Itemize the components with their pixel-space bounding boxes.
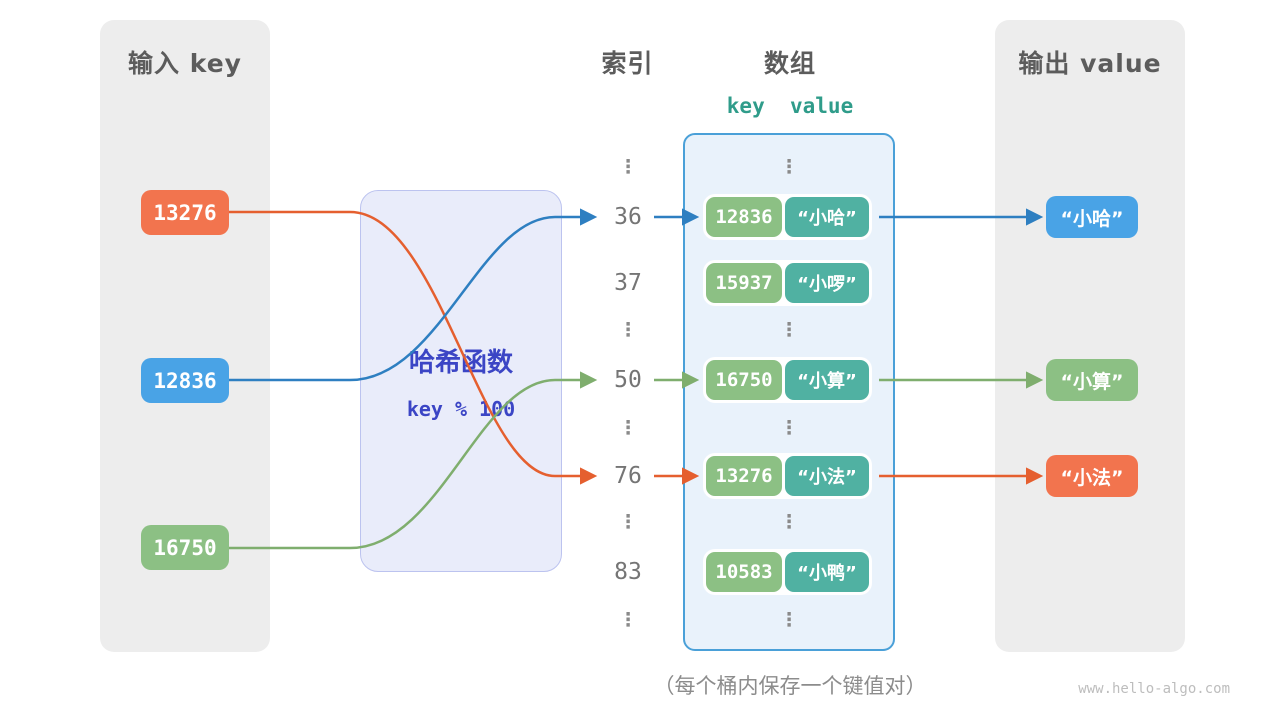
pair-value: “小啰” (785, 263, 869, 303)
input-key-title: 输入 key (128, 49, 242, 78)
output-value-panel (995, 20, 1185, 652)
index-dots: ⋮ (618, 319, 638, 341)
hash-function-title: 哈希函数 (408, 347, 513, 378)
array-dots: ⋮ (779, 156, 799, 178)
output-value-title: 输出 value (1018, 49, 1162, 78)
pair-key: 13276 (706, 456, 782, 496)
pair-key: 15937 (706, 263, 782, 303)
index-label-76: 76 (614, 463, 642, 489)
array-dots: ⋮ (779, 609, 799, 631)
bucket-pair-15937: 15937 “小啰” (703, 260, 872, 306)
output-value-badge-xiaosuan: “小算” (1046, 359, 1138, 401)
pair-key: 16750 (706, 360, 782, 400)
watermark: www.hello-algo.com (1078, 681, 1230, 697)
pair-key: 12836 (706, 197, 782, 237)
array-dots: ⋮ (779, 511, 799, 533)
pair-key: 10583 (706, 552, 782, 592)
input-key-badge-16750: 16750 (141, 525, 229, 570)
index-dots: ⋮ (618, 417, 638, 439)
hash-function-formula: key % 100 (406, 396, 516, 421)
array-column-title: 数组 (763, 49, 816, 78)
index-label-83: 83 (614, 559, 642, 585)
index-dots: ⋮ (618, 511, 638, 533)
pair-value: “小鸭” (785, 552, 869, 592)
bucket-pair-12836: 12836 “小哈” (703, 194, 872, 240)
output-value-badge-xiaoha: “小哈” (1046, 196, 1138, 238)
bucket-pair-10583: 10583 “小鸭” (703, 549, 872, 595)
index-dots: ⋮ (618, 609, 638, 631)
index-label-36: 36 (614, 204, 642, 230)
array-dots: ⋮ (779, 417, 799, 439)
hash-function-box: 哈希函数 key % 100 (360, 190, 562, 572)
pair-value: “小哈” (785, 197, 869, 237)
bucket-pair-13276: 13276 “小法” (703, 453, 872, 499)
caption: （每个桶内保存一个键值对） (653, 674, 927, 698)
output-value-badge-xiaofa: “小法” (1046, 455, 1138, 497)
array-dots: ⋮ (779, 319, 799, 341)
array-key-value-subtitle: key value (726, 94, 854, 118)
input-key-badge-13276: 13276 (141, 190, 229, 235)
index-dots: ⋮ (618, 156, 638, 178)
index-column-title: 索引 (601, 49, 654, 78)
index-label-50: 50 (614, 367, 642, 393)
index-label-37: 37 (614, 270, 642, 296)
bucket-pair-16750: 16750 “小算” (703, 357, 872, 403)
pair-value: “小算” (785, 360, 869, 400)
input-key-badge-12836: 12836 (141, 358, 229, 403)
pair-value: “小法” (785, 456, 869, 496)
